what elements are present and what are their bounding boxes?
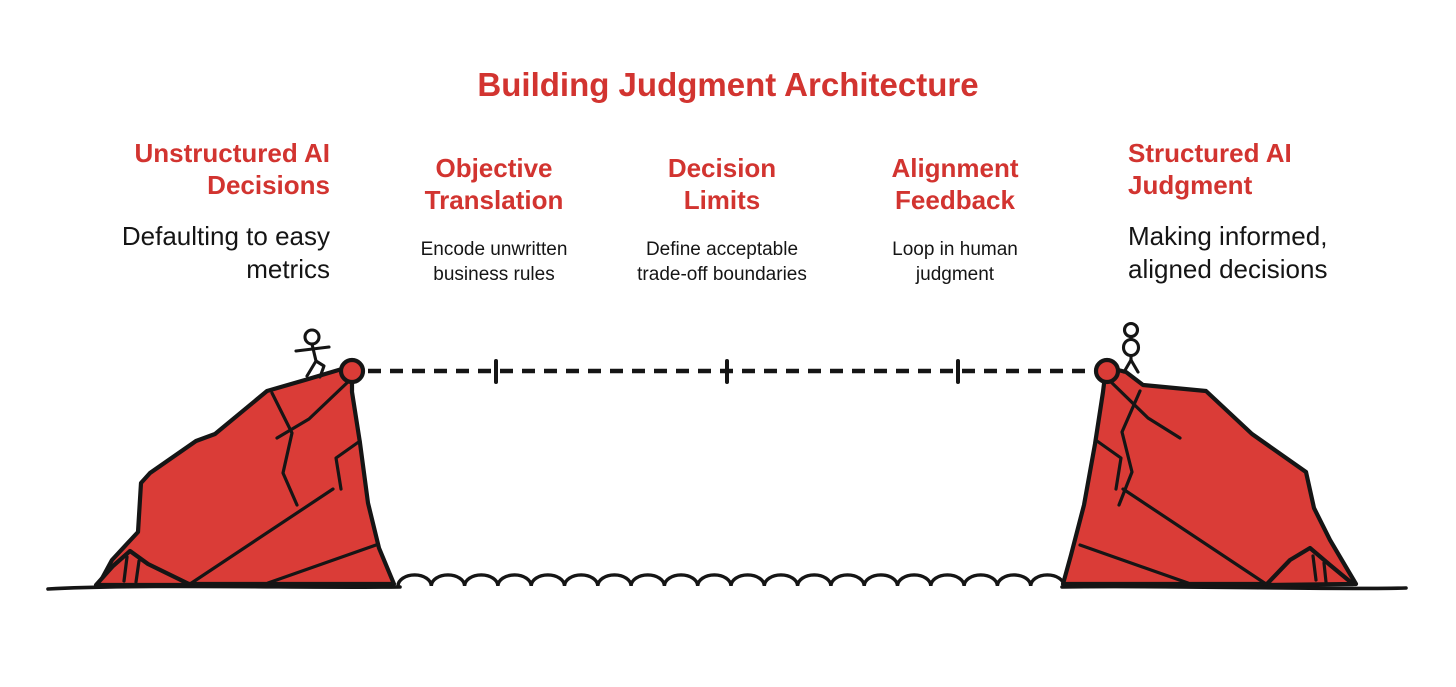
figure-front-leg [314,359,326,379]
cliff-crack [1108,379,1182,440]
column-description: Defaulting to easy metrics [60,220,330,286]
column-objective-translation: Objective Translation Encode unwritten b… [374,152,614,287]
cliff-crack [1095,439,1123,491]
column-description: Loop in human judgment [835,237,1075,287]
ground-line-right [1060,584,1408,591]
left-cliff [93,363,397,588]
desc-line-1: Encode unwritten [420,239,568,260]
heading-line-2: Feedback [895,185,1015,215]
ground-line-left [46,584,402,591]
heading-line-1: Decision [667,153,777,183]
page-title: Building Judgment Architecture [477,66,979,103]
desc-line-1: Define acceptable [645,239,799,260]
desc-line-1: Defaulting to easy [121,221,330,251]
cliff-crack [122,555,129,583]
heading-line-1: Alignment [891,153,1019,183]
cliff-crack [1121,487,1268,586]
rope-segment-ticks [494,359,960,384]
heading-line-2: Decisions [207,170,330,200]
figure-left-leg [1122,358,1133,374]
anchor-point-right [1093,357,1121,385]
heading-line-2: Translation [424,185,564,215]
anchor-point-left [338,357,366,385]
figure-right-leg [1129,358,1140,374]
column-structured-ai-judgment: Structured AI Judgment Making informed, … [1128,137,1398,286]
column-heading: Decision Limits [602,152,842,216]
heading-line-1: Objective [435,153,553,183]
cliff-crack [134,559,141,584]
column-heading: Unstructured AI Decisions [60,137,331,201]
right-cliff [1060,364,1359,588]
column-description: Encode unwritten business rules [374,237,614,287]
cliff-crack [270,391,299,507]
figure-torso [1121,337,1141,358]
heading-line-1: Unstructured AI [134,138,331,168]
desc-line-2: business rules [433,264,555,285]
cliff-crack [266,543,378,585]
figure-head [303,328,321,346]
column-unstructured-ai-decisions: Unstructured AI Decisions Defaulting to … [60,137,330,286]
figure-back-leg [305,359,318,378]
column-alignment-feedback: Alignment Feedback Loop in human judgmen… [835,152,1075,287]
cliff-crack [1078,543,1190,585]
column-heading: Structured AI Judgment [1128,137,1398,201]
water-waves [396,573,1066,588]
stick-figure-right [1121,321,1141,374]
figure-arms [294,345,331,353]
desc-line-2: judgment [915,264,995,285]
desc-line-1: Making informed, [1128,221,1328,251]
cliff-crack [1117,389,1142,507]
cliff-crack [1322,561,1328,584]
right-cliff-foothill [1263,545,1356,588]
heading-line-2: Judgment [1128,170,1253,200]
column-heading: Objective Translation [374,152,614,216]
column-decision-limits: Decision Limits Define acceptable trade-… [602,152,842,287]
desc-line-2: trade-off boundaries [637,264,807,285]
cliff-crack [188,487,335,586]
desc-line-2: aligned decisions [1128,254,1328,284]
figure-head [1122,321,1140,339]
column-description: Making informed, aligned decisions [1128,220,1398,286]
cliff-crack [1311,554,1318,582]
cliff-crack [275,378,352,440]
column-description: Define acceptable trade-off boundaries [602,237,842,287]
desc-line-1: Loop in human [892,239,1018,260]
desc-line-2: metrics [246,254,330,284]
column-heading: Alignment Feedback [835,152,1075,216]
heading-line-1: Structured AI [1128,138,1292,168]
cliff-crack [334,439,362,491]
heading-line-2: Limits [683,185,761,215]
figure-body [310,342,318,363]
stick-figure-left [294,328,331,379]
